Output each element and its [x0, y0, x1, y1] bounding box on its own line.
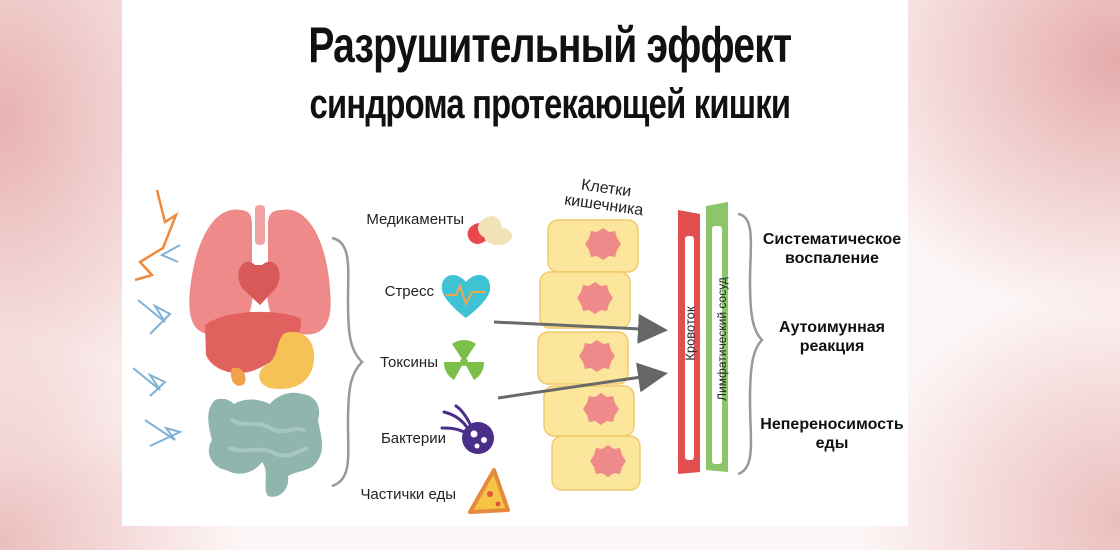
- liver: [205, 311, 301, 374]
- organs-illustration: [189, 205, 331, 497]
- title-line-1: Разрушительный эффект: [308, 17, 792, 73]
- intestine-cell: [547, 219, 639, 273]
- zigzag-blue-decoration-2: [137, 299, 172, 335]
- decorative-zigzags: [132, 189, 183, 447]
- arrow-to-bloodstream-lower: [497, 362, 668, 400]
- effect-food-intolerance: Непереносимость еды: [758, 415, 906, 453]
- intestine-cell: [537, 331, 629, 385]
- intestine-cell: [543, 385, 635, 437]
- left-lung: [189, 209, 253, 335]
- pill-icon: [467, 216, 512, 245]
- intestine: [208, 392, 323, 497]
- gallbladder: [230, 368, 246, 386]
- heart-pulse-icon: [441, 275, 491, 318]
- right-lung: [267, 209, 331, 335]
- trachea: [255, 205, 265, 245]
- intestine-cell: [551, 435, 641, 491]
- intestine-cells: [537, 219, 641, 491]
- title-line-2: синдрома протекающей кишки: [309, 80, 791, 127]
- zigzag-blue-decoration-1: [159, 244, 181, 263]
- arrow-to-bloodstream-upper: [493, 313, 668, 344]
- effect-2-line-1: Аутоимунная: [779, 319, 885, 336]
- effect-autoimmune-reaction: Аутоимунная реакция: [758, 318, 906, 356]
- intestine-cell: [539, 271, 631, 329]
- pizza-slice-icon: [468, 468, 510, 514]
- effect-1-line-1: Систематическое: [762, 231, 902, 248]
- effect-1-line-2: воспаление: [785, 250, 879, 267]
- effect-3-line-2: еды: [815, 435, 849, 452]
- right-brace: [737, 212, 764, 476]
- effect-2-line-2: реакция: [799, 338, 865, 355]
- lymph-vessel: [706, 202, 728, 472]
- factor-label-medications: Медикаменты: [366, 211, 464, 228]
- factor-label-food-particles: Частички еды: [360, 486, 456, 503]
- zigzag-blue-decoration-3: [132, 367, 167, 397]
- bloodstream-label: Кровоток: [682, 306, 698, 361]
- factor-label-toxins: Токсины: [379, 354, 438, 371]
- factor-label-bacteria: Бактерии: [380, 430, 446, 447]
- zigzag-orange-decoration: [134, 189, 179, 282]
- heart: [238, 261, 280, 305]
- left-brace: [331, 236, 364, 488]
- lymph-vessel-label: Лимфатический сосуд: [715, 277, 729, 401]
- blood-vessel: [678, 210, 700, 474]
- bacteria-icon: [440, 404, 494, 454]
- radiation-icon: [443, 340, 485, 382]
- effect-3-line-1: Непереносимость: [760, 416, 904, 433]
- zigzag-blue-decoration-4: [144, 419, 183, 447]
- stomach: [259, 331, 315, 390]
- factor-label-stress: Стресс: [384, 283, 434, 300]
- effect-systemic-inflammation: Систематическое воспаление: [758, 230, 906, 268]
